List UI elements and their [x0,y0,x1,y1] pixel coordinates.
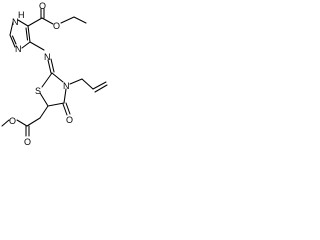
bond-carbonyl-o-ether [41,17,54,25]
atom-label-n-imidazole: N [15,44,22,54]
atom-label-o-acetate-carbonyl: O [24,137,31,147]
bond-c4-n3 [63,88,67,104]
bond-c4-o-double-1 [62,103,68,116]
atom-label-s-ring: S [35,86,41,96]
atom-label-h-on-n: H [18,10,25,20]
bond-n-allyl [69,78,83,85]
atom-labels: N H N O O N S N O O O [9,1,73,147]
atom-label-o-acetate-ether: O [9,116,16,126]
bond-c5-ch2 [39,105,49,119]
bond-s-c5 [39,92,49,107]
bond-c5-c4 [47,102,65,107]
allyl-group [69,78,108,93]
atom-label-n-imidazole-h: N [12,17,19,27]
atom-label-o-ester-ether: O [53,21,60,31]
bond-c4-c5-double [25,27,29,41]
atom-label-n-ring: N [63,81,70,91]
bond-c2-n3 [9,34,16,48]
bond-c4-o-double-2 [65,102,71,115]
bond-n3-c2 [51,72,64,83]
bond-n1-c2 [9,21,14,36]
bond-n-imine-c2-double-2 [50,58,55,73]
bond-carbonyl-o-ether [16,119,28,127]
atom-label-n-imine: N [44,52,51,62]
atom-label-o-ring-carbonyl: O [66,115,73,125]
bond-c5-carbonyl [27,17,43,27]
thiazolidinone-ring [39,72,71,116]
methyl-acetate-group [1,105,49,137]
ethyl-chain [60,16,87,24]
bond-n3-c4 [21,41,31,49]
bond-c4-n-imine [29,41,45,51]
bond-c2-s [41,72,53,88]
bond-c4-c5 [27,25,31,43]
bond-allyl-ch-ch2-double [94,84,108,93]
bond-o-methyl [1,119,10,127]
structural-formula: N H N O O N S N O O O [1,1,108,147]
imidazole-ring [9,19,31,49]
bond-c2-n3-double [11,35,17,45]
bond-allyl-ch-ch2 [92,81,107,90]
bond-ch2-carbonyl [26,117,41,127]
bond-allyl-ch2-ch [81,78,94,90]
bond-n-imine-c2-double-1 [47,59,52,74]
bond-c5-n1 [17,19,29,27]
imine-linkage [29,41,55,74]
atom-label-o-ester-carbonyl: O [39,1,46,11]
ethyl-ester-group [27,8,87,27]
